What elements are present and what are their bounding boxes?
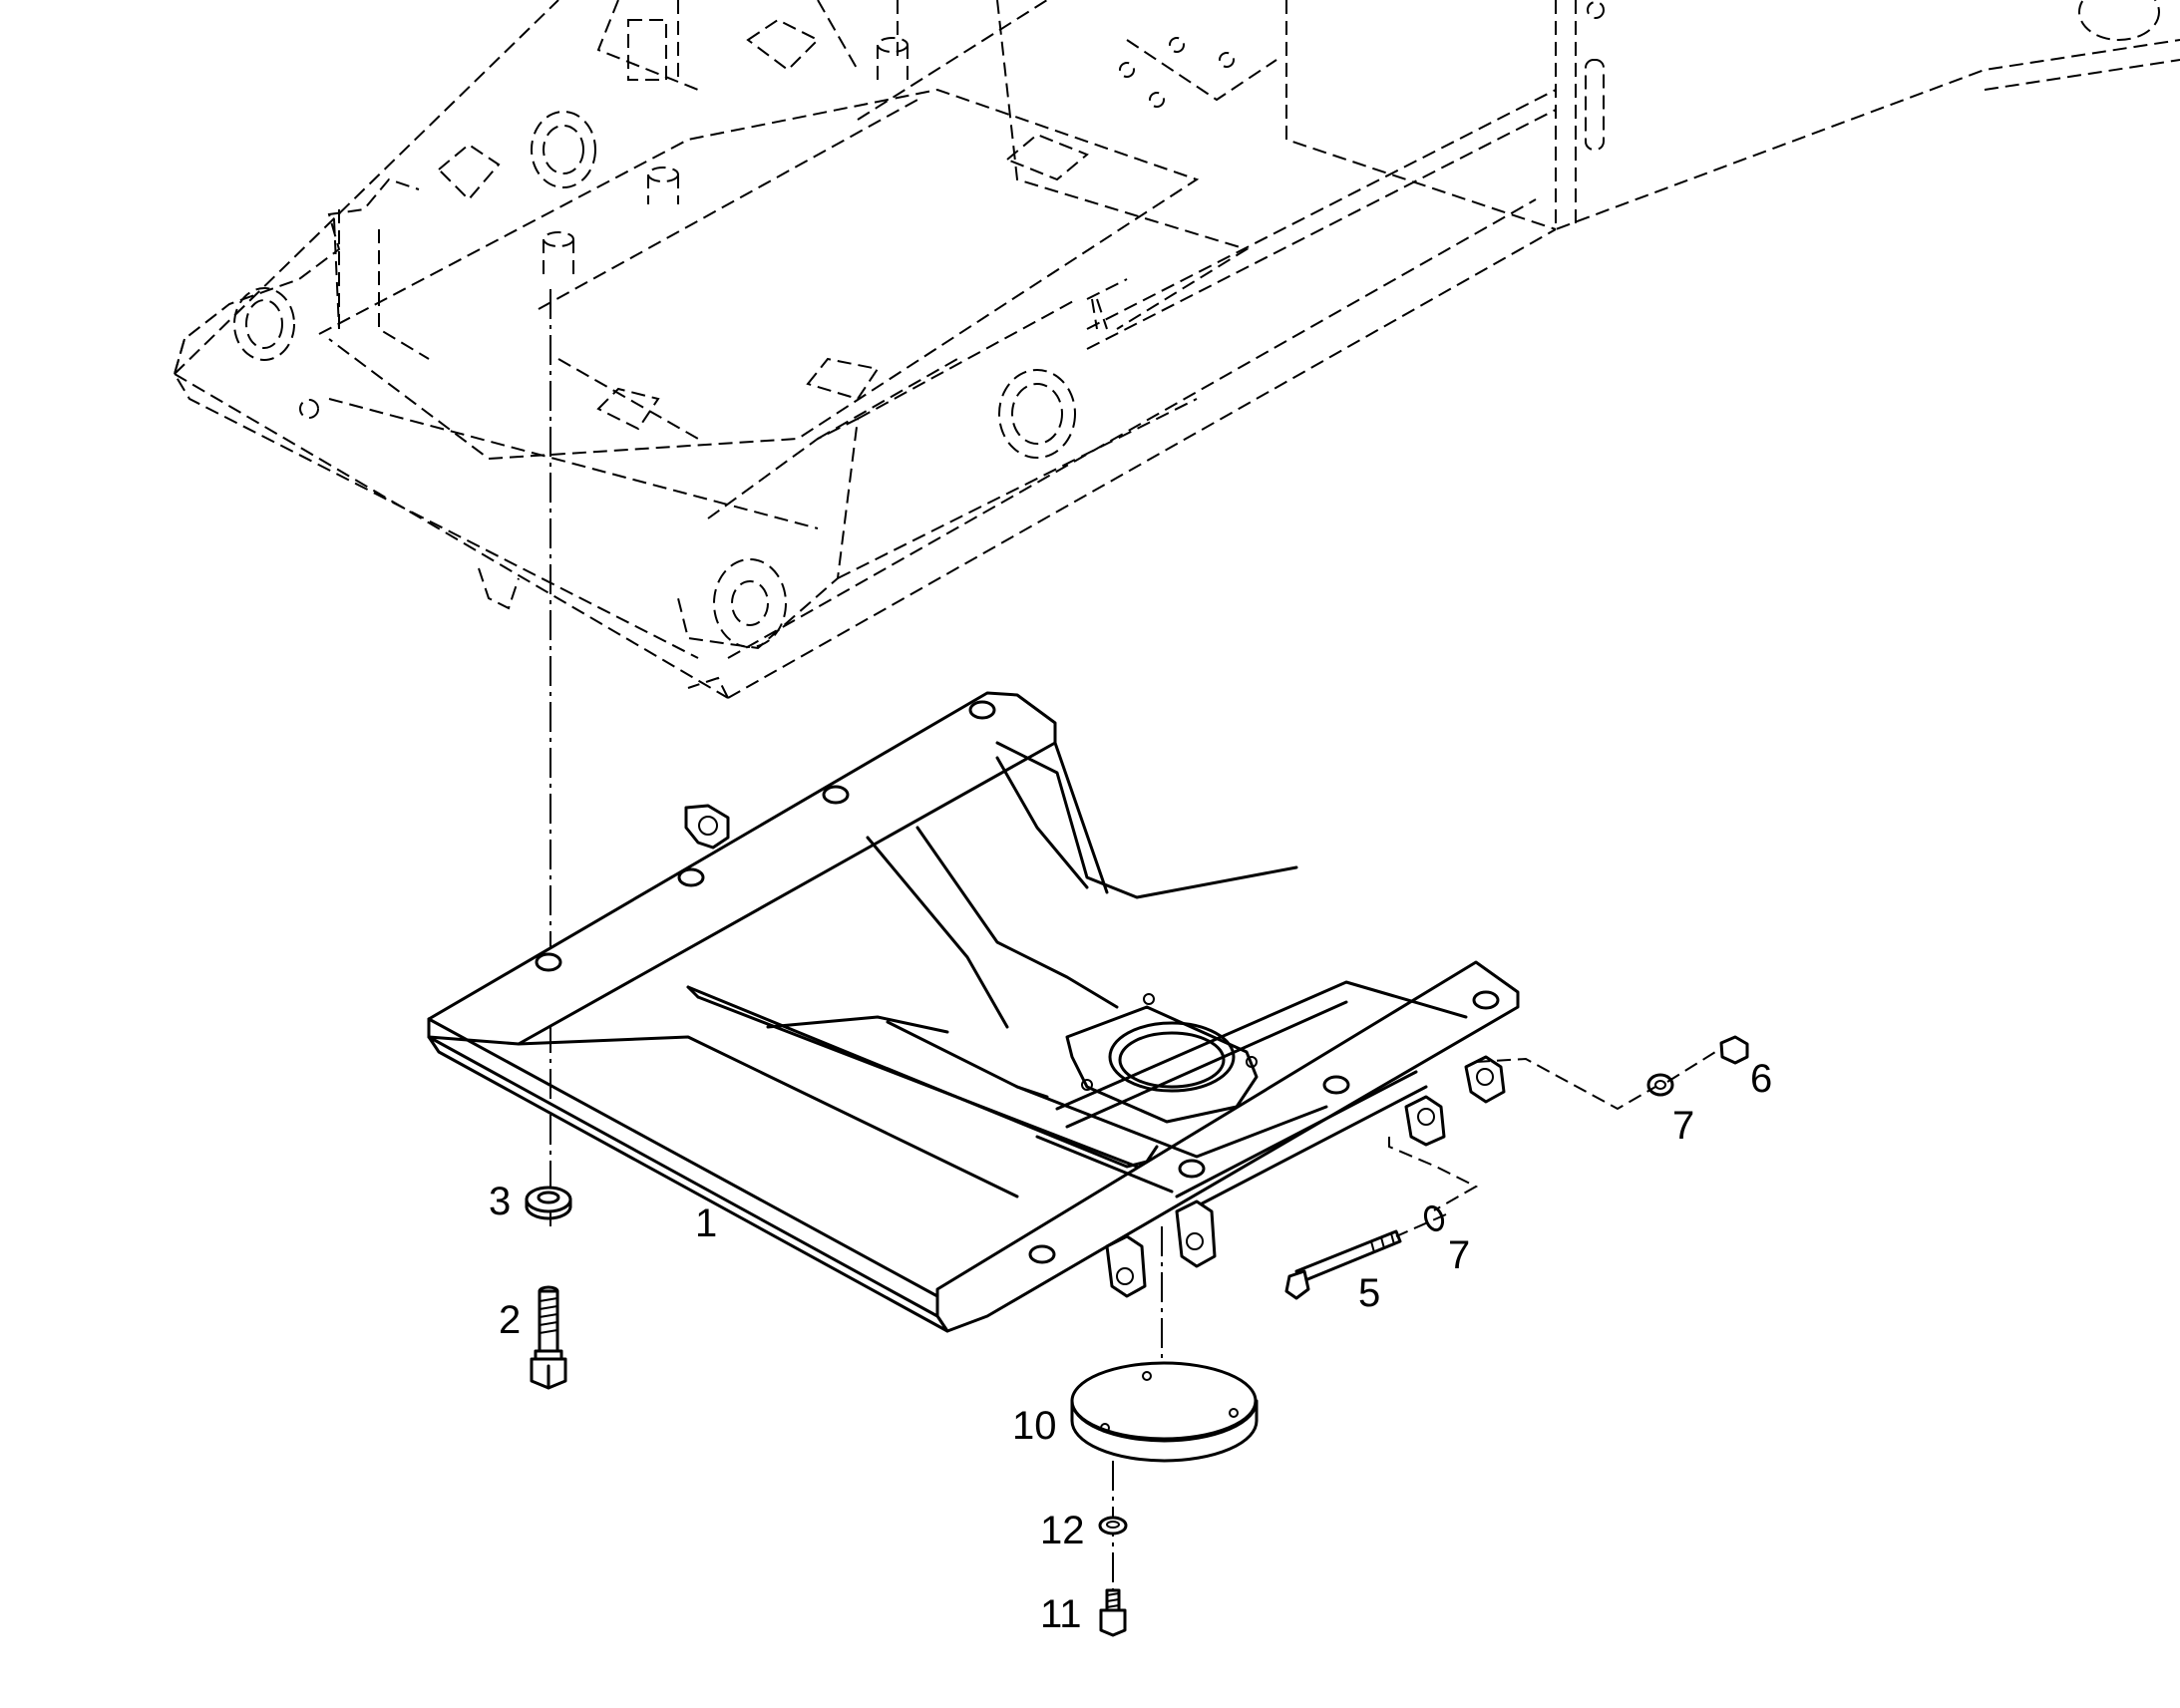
washer-part-12 — [1098, 1516, 1128, 1536]
bolt-part-11 — [1099, 1588, 1127, 1637]
callout-3: 3 — [489, 1180, 511, 1223]
machine-frame — [173, 0, 2180, 699]
callout-6: 6 — [1750, 1057, 1772, 1101]
callout-12: 12 — [1040, 1509, 1085, 1552]
callout-5: 5 — [1358, 1271, 1380, 1315]
mounting-frame — [427, 691, 1520, 1333]
washer-part-3 — [525, 1186, 572, 1220]
callout-7-upper: 7 — [1672, 1104, 1694, 1148]
callout-2: 2 — [499, 1298, 521, 1342]
callout-7-lower: 7 — [1448, 1233, 1470, 1277]
callout-10: 10 — [1012, 1404, 1057, 1448]
bolt-part-5 — [1284, 1229, 1402, 1300]
nut-part-6 — [1719, 1035, 1749, 1065]
callout-11: 11 — [1040, 1592, 1082, 1636]
washer-part-7-upper — [1646, 1073, 1674, 1097]
cover-plate-part-10 — [1070, 1361, 1259, 1463]
leader-lines-right — [1388, 1048, 1721, 1237]
callout-1: 1 — [695, 1201, 717, 1245]
bolt-part-2 — [530, 1285, 567, 1390]
washer-part-7-lower — [1423, 1204, 1445, 1232]
